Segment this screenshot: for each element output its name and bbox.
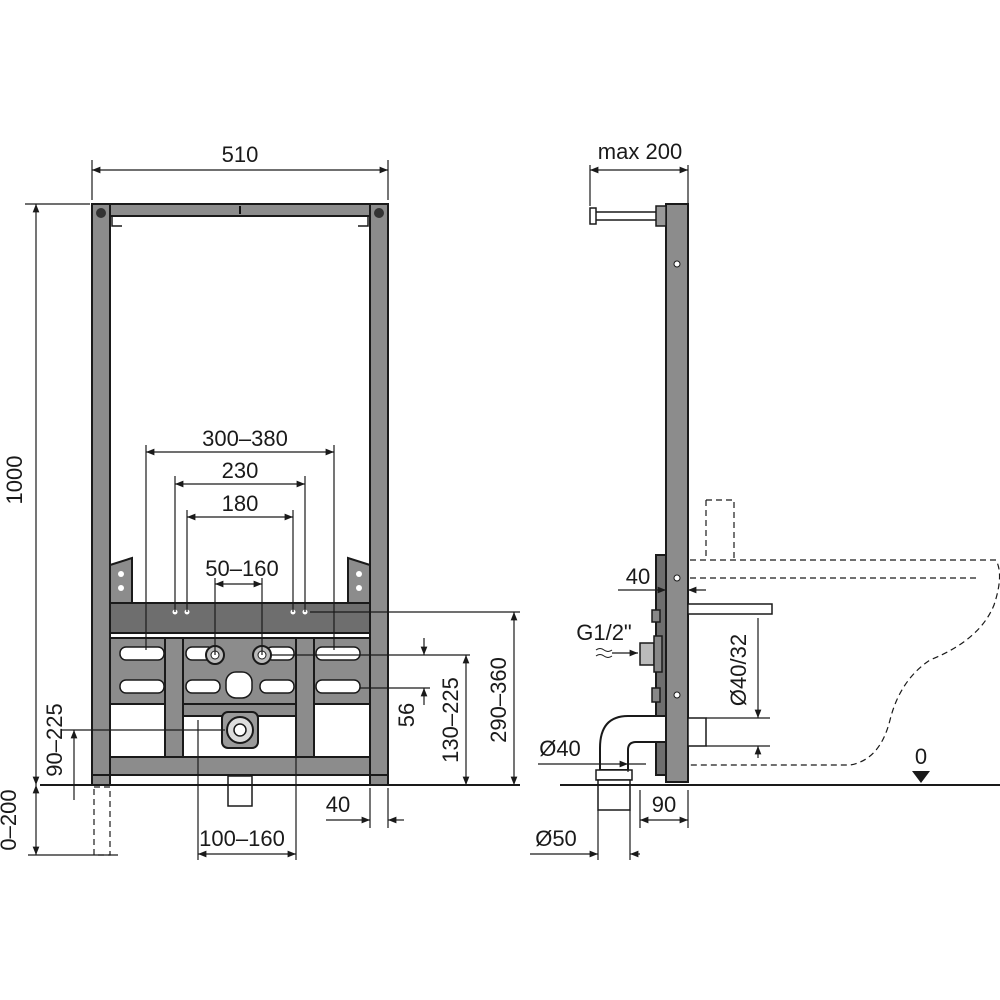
dim-510: 510: [222, 142, 259, 167]
side-dimensions: max 200 40 G1/2" Ø40/32 Ø40 Ø50 90: [530, 139, 930, 860]
dim-40-front: 40: [326, 792, 350, 817]
dim-130-225: 130–225: [438, 677, 463, 763]
dim-56: 56: [394, 703, 419, 727]
front-view-frame: [91, 203, 389, 856]
bidet-outline: [690, 499, 1000, 766]
side-view-frame: [589, 203, 773, 811]
dim-180: 180: [222, 491, 259, 516]
dim-0-200: 0–200: [0, 789, 21, 850]
dim-300-380: 300–380: [202, 426, 288, 451]
floor-level-icon: [912, 771, 930, 783]
dim-50-160: 50–160: [205, 556, 278, 581]
floor-zero-label: 0: [915, 744, 927, 769]
dim-90: 90: [652, 792, 676, 817]
front-dimensions: 510 1000 300–380 230 180 50–160 56: [0, 142, 520, 860]
dim-1000: 1000: [2, 456, 27, 505]
label-g12: G1/2": [576, 620, 632, 645]
dim-230: 230: [222, 458, 259, 483]
dim-dia-40: Ø40: [539, 736, 581, 761]
dim-90-225: 90–225: [42, 703, 67, 776]
dim-40-side: 40: [626, 564, 650, 589]
dim-100-160: 100–160: [199, 826, 285, 851]
dim-dia-50: Ø50: [535, 826, 577, 851]
dim-max-200: max 200: [598, 139, 682, 164]
dim-290-360: 290–360: [486, 657, 511, 743]
dim-dia-40-32: Ø40/32: [726, 634, 751, 706]
